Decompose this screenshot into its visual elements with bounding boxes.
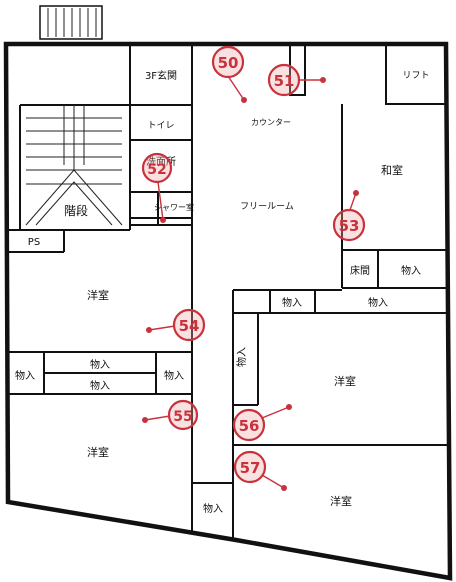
photo-marker[interactable]: 51	[267, 63, 326, 97]
room-label-free-room: フリールーム	[240, 201, 294, 212]
room-label-storage: 物入	[282, 296, 302, 309]
photo-marker[interactable]: 50	[211, 45, 247, 103]
room-label-washitsu: 和室	[381, 163, 403, 177]
marker-number: 50	[218, 54, 239, 72]
photo-marker[interactable]: 57	[233, 450, 287, 491]
room-label-ps: PS	[28, 237, 40, 248]
marker-number: 51	[274, 72, 295, 90]
counter-wall	[289, 44, 306, 96]
room-label-storage: 物入	[15, 369, 35, 382]
room-label-stairs: 階段	[64, 203, 88, 218]
marker-number: 52	[147, 162, 166, 178]
photo-marker[interactable]: 52	[141, 152, 173, 223]
room-label-lift: リフト	[402, 71, 429, 81]
room-label-storage: 物入	[368, 296, 388, 309]
marker-number: 53	[339, 217, 360, 235]
room-label-shower: シャワー室	[154, 202, 194, 212]
wall	[191, 482, 233, 533]
room-label-storage: 物入	[90, 379, 110, 392]
marker-number: 57	[240, 459, 261, 477]
photo-marker[interactable]: 54	[146, 308, 206, 342]
room-label-storage: 物入	[203, 502, 223, 515]
room-label-yoshitsu: 洋室	[87, 288, 109, 302]
room-label-storage: 物入	[164, 369, 184, 382]
room-label-yoshitsu: 洋室	[87, 445, 109, 459]
photo-marker[interactable]: 56	[232, 404, 292, 442]
room-label-counter: カウンター	[251, 118, 291, 127]
room-label-storage-vertical: 物入	[235, 347, 248, 367]
photo-marker[interactable]: 53	[332, 190, 366, 242]
balcony-railing	[39, 5, 103, 40]
room-label-yoshitsu: 洋室	[330, 494, 352, 508]
marker-number: 56	[239, 417, 260, 435]
outer-wall	[3, 41, 453, 581]
staircase	[25, 105, 123, 226]
room-label-yoshitsu: 洋室	[334, 374, 356, 388]
marker-number: 55	[173, 409, 192, 425]
marker-number: 54	[179, 317, 200, 335]
lift-wall	[385, 44, 446, 105]
room-label-storage: 物入	[90, 358, 110, 371]
room-label-storage: 物入	[401, 264, 421, 277]
photo-marker[interactable]: 55	[142, 399, 199, 431]
room-label-toilet: トイレ	[147, 121, 174, 131]
room-label-tokonoma: 床間	[350, 264, 370, 277]
room-label-genkan: 3F玄関	[145, 69, 177, 82]
